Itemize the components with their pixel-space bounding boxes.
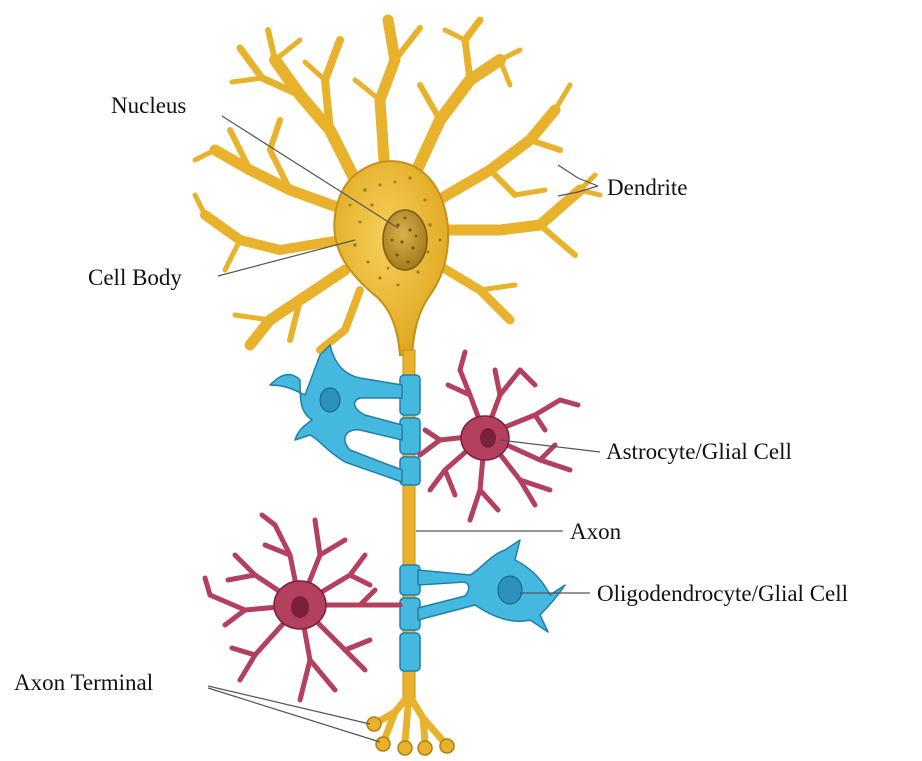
label-dendrite: Dendrite xyxy=(607,176,687,199)
label-axon-terminal: Axon Terminal xyxy=(14,671,153,694)
label-cell-body: Cell Body xyxy=(88,266,182,289)
label-nucleus: Nucleus xyxy=(111,94,186,117)
oligodendrocyte-lower xyxy=(418,540,565,632)
leader-line-axon-terminal-1 xyxy=(208,686,370,724)
oligodendrocyte-upper xyxy=(270,345,402,482)
astrocyte-lower-nucleus xyxy=(291,596,309,618)
axon-terminal xyxy=(378,695,444,742)
myelin-upper xyxy=(400,375,420,485)
oligodendrocyte-upper-nucleus xyxy=(320,388,340,412)
label-oligodendrocyte: Oligodendrocyte/Glial Cell xyxy=(597,582,848,605)
oligodendrocyte-lower-nucleus xyxy=(498,576,522,604)
label-axon: Axon xyxy=(570,520,621,543)
leader-line-axon-terminal-2 xyxy=(208,688,380,742)
astrocyte-upper-nucleus xyxy=(480,428,496,448)
myelin-lower xyxy=(400,565,420,671)
label-astrocyte: Astrocyte/Glial Cell xyxy=(606,440,792,463)
